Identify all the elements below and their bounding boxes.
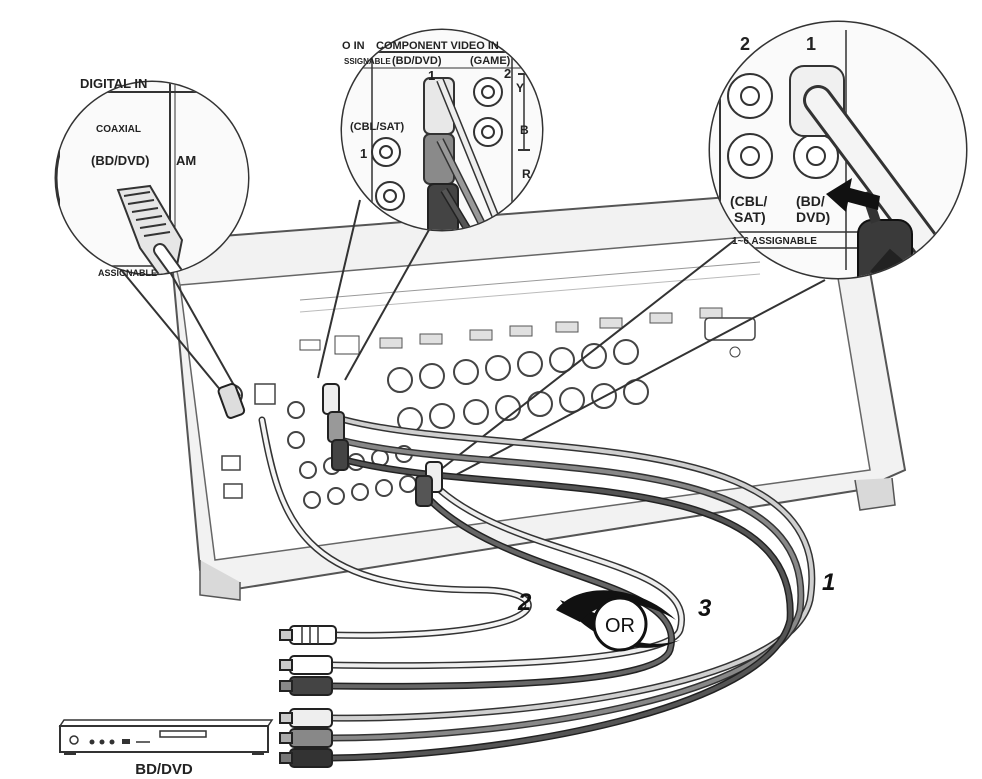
callout-digital-in: DIGITAL IN COAXIAL (BD/DVD) AM ASSIGNABL…	[54, 76, 250, 278]
cable-number-3: 3	[698, 595, 712, 622]
panel-plugs	[217, 382, 443, 507]
cable-number-2: 2	[517, 589, 532, 616]
cables	[258, 416, 816, 762]
hdmi-sat-label: SAT)	[734, 209, 766, 225]
hdmi-input-1: 1	[806, 34, 816, 54]
digital-in-assignable-label: ASSIGNABLE	[98, 268, 157, 278]
bd-dvd-device-label: BD/DVD	[135, 761, 193, 778]
hdmi-assignable-label: 1~6 ASSIGNABLE	[732, 236, 817, 247]
component-b-label: B	[520, 123, 529, 137]
callout-component-video-in: O IN COMPONENT VIDEO IN SSIGNABLE (BD/DV…	[340, 28, 544, 232]
hdmi-input-2: 2	[740, 34, 750, 54]
hdmi-dvd-label: DVD)	[796, 209, 830, 225]
component-bd-dvd-label: (BD/DVD)	[392, 55, 442, 67]
component-game-label: (GAME)	[470, 55, 511, 67]
digital-in-jack-label: (BD/DVD)	[91, 153, 150, 168]
hdmi-bd-label: (BD/	[796, 193, 825, 209]
insert-arrow-icon	[826, 178, 880, 212]
or-label: OR	[605, 615, 635, 637]
bd-dvd-player: BD/DVD	[58, 719, 274, 778]
cable-end-plugs	[279, 625, 337, 768]
cable-number-1: 1	[822, 569, 835, 596]
av-receiver-rear-panel	[168, 188, 907, 601]
component-input-1: 1	[428, 68, 435, 83]
digital-in-header: DIGITAL IN	[80, 76, 147, 91]
component-cbl-sat-label: (CBL/SAT)	[350, 121, 405, 133]
component-input-bottom-1: 1	[360, 146, 367, 161]
component-header-left: O IN	[342, 40, 365, 52]
component-input-2: 2	[504, 66, 511, 81]
hdmi-cbl-label: (CBL/	[730, 193, 767, 209]
hdmi-ports	[379, 307, 723, 349]
digital-in-coaxial-label: COAXIAL	[96, 124, 141, 135]
am-label: AM	[176, 153, 196, 168]
component-header: COMPONENT VIDEO IN	[376, 40, 499, 52]
component-y-label: Y	[516, 81, 524, 95]
or-indicator: OR	[556, 590, 680, 652]
speaker-terminals	[387, 339, 649, 433]
component-r-label: R	[522, 167, 531, 181]
component-assignable-label: SSIGNABLE	[344, 57, 391, 66]
